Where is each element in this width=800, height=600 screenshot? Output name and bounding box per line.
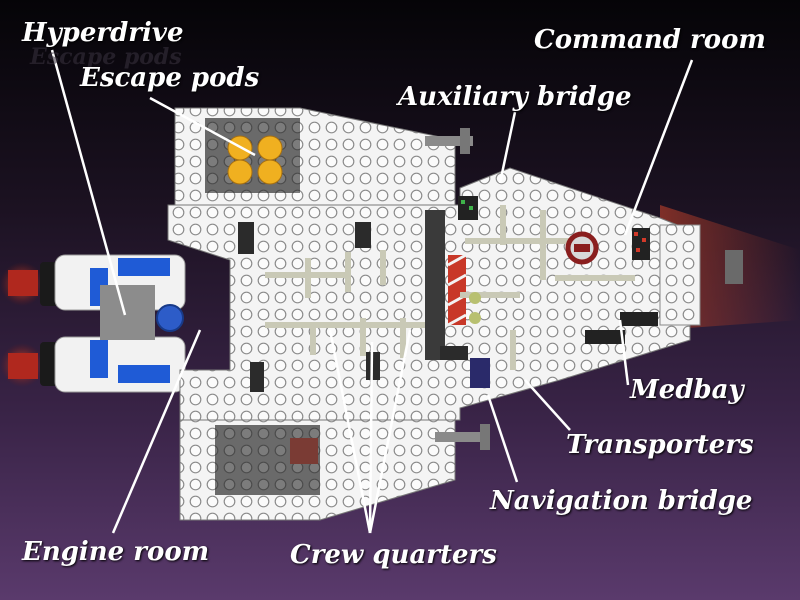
label-engine-room: Engine room (22, 537, 210, 567)
label-escape-pods: Escape pods (80, 63, 260, 93)
partition (425, 210, 445, 360)
aux-console (458, 196, 478, 220)
label-transporters: Transporters (566, 430, 754, 460)
antennas (425, 128, 490, 450)
label-crew-quarters: Crew quarters (290, 540, 497, 570)
label-auxiliary-bridge: Auxiliary bridge (398, 82, 632, 112)
label-navigation-bridge: Navigation bridge (490, 486, 753, 516)
engine-exhaust (0, 262, 58, 387)
engine-pods (54, 254, 186, 393)
nav-console (470, 358, 490, 388)
escape-pods-bay (205, 118, 300, 193)
label-hyperdrive: Hyperdrive (22, 18, 184, 48)
label-medbay: Medbay (630, 375, 744, 405)
medbay-console (620, 312, 658, 326)
ghost-text: Escape pods (30, 44, 182, 70)
leader-lines (50, 49, 694, 534)
label-command-room: Command room (534, 25, 766, 55)
